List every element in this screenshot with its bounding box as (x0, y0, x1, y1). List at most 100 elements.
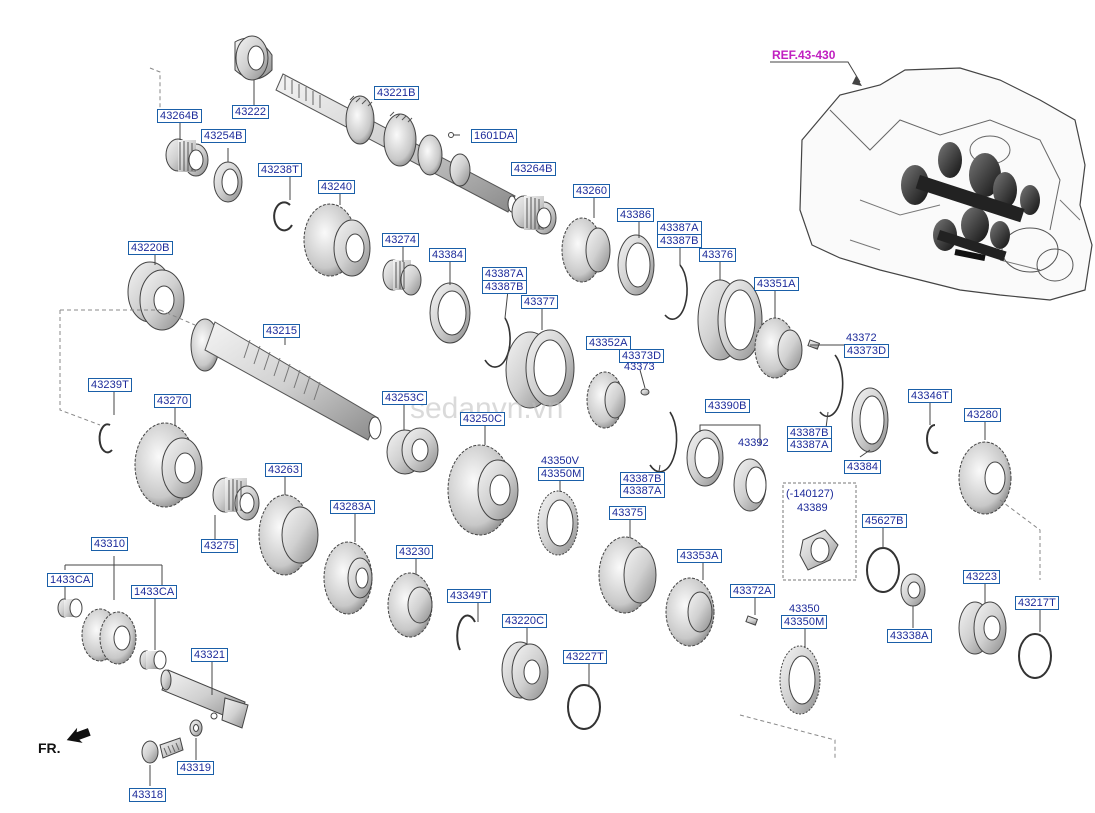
washer-43254b (213, 161, 243, 203)
part-label-43376[interactable]: 43376 (699, 248, 737, 262)
part-label-43349t[interactable]: 43349T (447, 589, 491, 603)
part-label-43270[interactable]: 43270 (154, 394, 192, 408)
part-label-43387b-d[interactable]: 43387B (620, 472, 665, 486)
part-label-43239t[interactable]: 43239T (88, 378, 132, 392)
part-label-43350m-a[interactable]: 43350M (538, 467, 585, 481)
part-label-43263[interactable]: 43263 (265, 463, 303, 477)
part-label-43221b[interactable]: 43221B (374, 86, 419, 100)
part-label-1601da[interactable]: 1601DA (471, 129, 518, 143)
text-43389: 43389 (797, 502, 828, 514)
part-label-43387a-a[interactable]: 43387A (657, 221, 702, 235)
washer-43338a (900, 573, 926, 607)
part-label-43215[interactable]: 43215 (263, 324, 301, 338)
needle-bearing-43264b-b (511, 195, 557, 235)
part-label-1433ca-a[interactable]: 1433CA (47, 573, 94, 587)
text-43350v: 43350V (541, 455, 579, 467)
bushing-1433ca-a (57, 598, 83, 618)
sync-ring-43384-b (851, 387, 889, 453)
part-label-43275[interactable]: 43275 (201, 539, 239, 553)
part-label-43373d-b[interactable]: 43373D (844, 344, 890, 358)
ring-43350m-a (537, 490, 579, 556)
part-label-43338a[interactable]: 43338A (887, 629, 932, 643)
part-label-43352a[interactable]: 43352A (586, 336, 631, 350)
main-input-shaft (275, 73, 517, 213)
part-label-43220b[interactable]: 43220B (128, 241, 173, 255)
part-label-43384-a[interactable]: 43384 (429, 248, 467, 262)
part-label-43230[interactable]: 43230 (396, 545, 434, 559)
transmission-housing (799, 67, 1093, 301)
part-label-43390b[interactable]: 43390B (705, 399, 750, 413)
part-label-43321[interactable]: 43321 (191, 648, 229, 662)
part-label-43372a[interactable]: 43372A (730, 584, 775, 598)
part-label-43387b-a[interactable]: 43387B (657, 234, 702, 248)
bracket-43389 (799, 529, 839, 571)
direction-label: FR. (38, 740, 61, 756)
part-label-45627b[interactable]: 45627B (862, 514, 907, 528)
snap-ring-43239t (98, 423, 113, 454)
part-label-1433ca-b[interactable]: 1433CA (131, 585, 178, 599)
part-label-43353a[interactable]: 43353A (677, 549, 722, 563)
sleeve-43375 (598, 536, 657, 614)
output-shaft-43215 (190, 318, 382, 441)
bushing-1433ca-b (139, 650, 167, 670)
bearing-43223 (958, 601, 1007, 655)
part-label-43253c[interactable]: 43253C (382, 391, 428, 405)
text-43373: 43373 (624, 361, 655, 373)
part-label-43264b-b[interactable]: 43264B (511, 162, 556, 176)
part-label-43222[interactable]: 43222 (232, 105, 270, 119)
part-label-43310[interactable]: 43310 (91, 537, 129, 551)
part-label-43240[interactable]: 43240 (318, 180, 356, 194)
part-label-43260[interactable]: 43260 (573, 184, 611, 198)
sync-ring-43384-a (429, 282, 471, 344)
text-43392: 43392 (738, 437, 769, 449)
washer-43319 (189, 719, 203, 737)
part-label-43254b[interactable]: 43254B (201, 129, 246, 143)
bearing-43222 (234, 35, 273, 81)
part-label-43217t[interactable]: 43217T (1015, 596, 1059, 610)
gear-43352a (586, 371, 626, 429)
part-label-43220c[interactable]: 43220C (502, 614, 548, 628)
part-label-43264b-a[interactable]: 43264B (157, 109, 202, 123)
spring-43387-b (664, 264, 688, 320)
snap-ring-43238t (273, 201, 293, 232)
ring-43392 (733, 458, 767, 512)
hub-43353a (665, 577, 715, 647)
part-label-43227t[interactable]: 43227T (563, 650, 607, 664)
ring-43386 (617, 234, 655, 296)
part-label-43387a-b[interactable]: 43387A (482, 267, 527, 281)
gear-43240 (303, 203, 371, 277)
idler-shaft-43321 (160, 669, 249, 729)
gear-43283a (323, 541, 373, 615)
part-label-43387a-d[interactable]: 43387A (620, 484, 665, 498)
part-label-43387a-c[interactable]: 43387A (787, 438, 832, 452)
part-label-43373d-a[interactable]: 43373D (619, 349, 665, 363)
part-label-43377[interactable]: 43377 (521, 295, 559, 309)
part-label-43351a[interactable]: 43351A (754, 277, 799, 291)
part-label-43386[interactable]: 43386 (617, 208, 655, 222)
part-label-43274[interactable]: 43274 (382, 233, 420, 247)
part-label-43350m-b[interactable]: 43350M (781, 615, 828, 629)
collar-43253c (386, 427, 439, 475)
part-label-43280[interactable]: 43280 (964, 408, 1002, 422)
text-43350: 43350 (789, 603, 820, 615)
part-label-43387b-b[interactable]: 43387B (482, 280, 527, 294)
part-label-43238t[interactable]: 43238T (258, 163, 302, 177)
part-label-43375[interactable]: 43375 (609, 506, 647, 520)
part-label-43318[interactable]: 43318 (129, 788, 167, 802)
part-label-43346t[interactable]: 43346T (908, 389, 952, 403)
ring-43350m-b (779, 645, 821, 715)
needle-bearing-43274 (382, 259, 422, 296)
reverse-idler-43310 (81, 608, 137, 665)
ring-43390b (686, 429, 724, 487)
part-label-43250c[interactable]: 43250C (460, 412, 506, 426)
part-label-43384-b[interactable]: 43384 (844, 460, 882, 474)
part-label-43223[interactable]: 43223 (963, 570, 1001, 584)
ring-45627b (866, 547, 900, 593)
part-label-43319[interactable]: 43319 (177, 761, 215, 775)
gear-43230 (387, 572, 433, 638)
part-label-43283a[interactable]: 43283A (330, 500, 375, 514)
gear-43263 (258, 494, 319, 576)
gear-43270 (134, 422, 203, 508)
